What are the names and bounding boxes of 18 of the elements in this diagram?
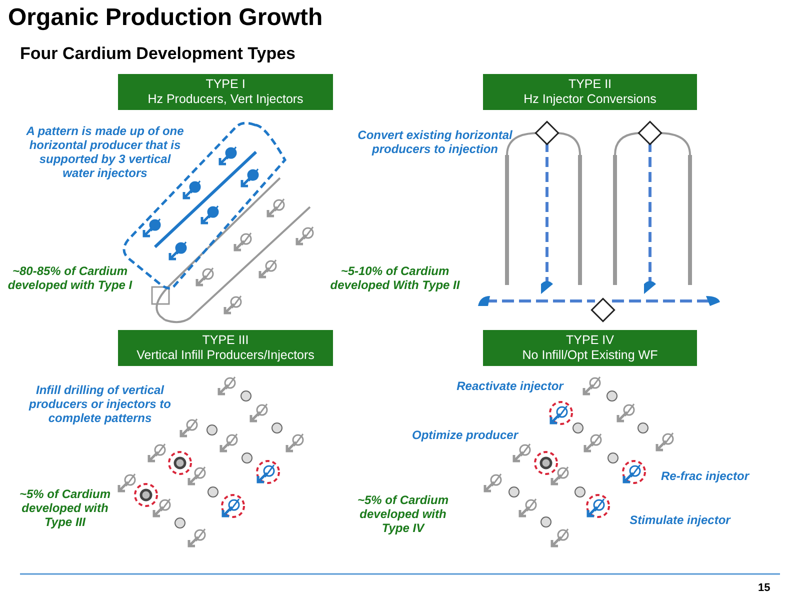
slide-subtitle: Four Cardium Development Types bbox=[20, 44, 296, 64]
type-header-box: TYPE I Hz Producers, Vert Injectors bbox=[118, 74, 333, 110]
annotation-text: A pattern is made up of one horizontal producer that is supported by 3 vertical water injectors bbox=[25, 124, 185, 180]
annotation-text: Reactivate injector bbox=[456, 379, 565, 393]
annotation-text: ~5-10% of Cardium developed With Type II bbox=[330, 264, 460, 292]
annotation-text: ~80-85% of Cardium developed with Type I bbox=[6, 264, 134, 292]
annotation-text: Stimulate injector bbox=[628, 513, 732, 527]
type-header-box: TYPE IV No Infill/Opt Existing WF bbox=[483, 330, 697, 366]
annotation-text: Infill drilling of vertical producers or injectors to complete patterns bbox=[28, 383, 172, 425]
type-header-box: TYPE III Vertical Infill Producers/Injectors bbox=[118, 330, 333, 366]
slide-title: Organic Production Growth bbox=[8, 4, 323, 32]
annotation-text: Re-frac injector bbox=[660, 469, 750, 483]
annotation-text: Optimize producer bbox=[410, 428, 520, 442]
annotation-text: ~5% of Cardium developed with Type IV bbox=[356, 493, 450, 535]
annotation-text: Convert existing horizontal producers to injection bbox=[356, 128, 514, 156]
annotation-text: ~5% of Cardium developed with Type III bbox=[18, 487, 112, 529]
type-header-box: TYPE II Hz Injector Conversions bbox=[483, 74, 697, 110]
page-number: 15 bbox=[758, 582, 770, 594]
